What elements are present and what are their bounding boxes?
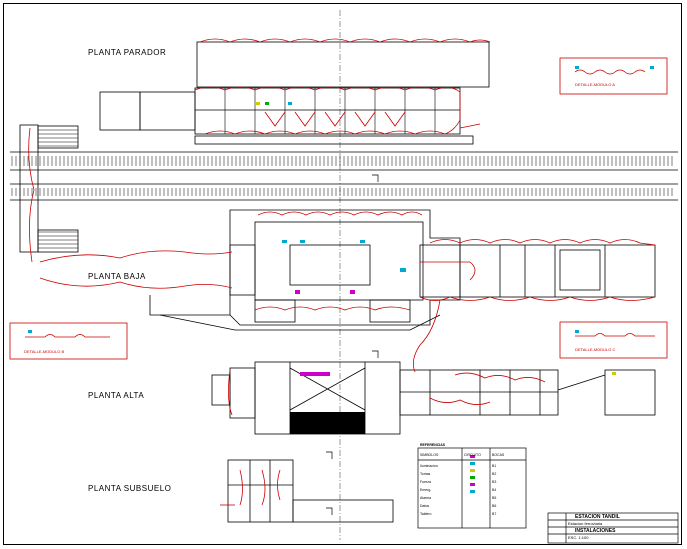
label-planta-subsuelo: PLANTA SUBSUELO	[88, 484, 172, 493]
legend-row-label: Tomas	[420, 472, 431, 476]
baja-annex	[419, 244, 656, 298]
parador-roof	[196, 41, 490, 88]
wiring	[28, 38, 656, 506]
legend-row-code: B5	[492, 496, 497, 500]
label-planta-alta: PLANTA ALTA	[88, 391, 145, 400]
detail-label-3: DETALLE-MODULO C	[575, 347, 616, 352]
detail-box-1	[559, 57, 668, 95]
label-planta-baja: PLANTA BAJA	[88, 272, 146, 281]
legend-row-label: Datos	[420, 504, 430, 508]
parador-building	[194, 87, 461, 135]
legend-row-label: Alarma	[420, 496, 432, 500]
legend-row-code: B7	[492, 512, 497, 516]
title-block	[547, 512, 679, 544]
legend-header-3: BOCAS	[492, 453, 505, 457]
symbols	[28, 66, 654, 493]
legend-row-code: B4	[492, 488, 497, 492]
legend-row-label: Iluminacion	[420, 464, 438, 468]
titleblock-scale: ESC. 1:100	[568, 535, 589, 540]
legend-header-2: CIRCUITO	[464, 453, 481, 457]
legend-row-code: B1	[492, 464, 497, 468]
legend-row-label: Fuerza	[420, 480, 431, 484]
legend-row-code: B2	[492, 472, 497, 476]
legend-row-code: B3	[492, 480, 497, 484]
legend-header-1: SIMBOLOS	[420, 453, 439, 457]
baja-building	[229, 209, 461, 326]
legend-table	[417, 447, 527, 529]
legend-title: REFERENCIAS	[420, 443, 446, 447]
drawing-sheet	[3, 3, 682, 545]
subsuelo-building	[227, 459, 294, 523]
detail-box-2	[9, 322, 128, 360]
titleblock-line1: Estacion ferroviaria	[568, 521, 603, 526]
detail-box-3	[559, 321, 668, 359]
parador-room-left	[99, 91, 141, 131]
detail-label-1: DETALLE-MODULO A	[575, 82, 615, 87]
titleblock-subject: INSTALACIONES	[575, 528, 616, 534]
detail-label-2: DETALLE-MODULO B	[24, 349, 65, 354]
legend-row-code: B6	[492, 504, 497, 508]
legend-row-label: Emerg.	[420, 488, 432, 492]
titleblock-project: ESTACION TANDIL	[575, 514, 620, 520]
legend-row-label: Tablero	[420, 512, 432, 516]
label-planta-parador: PLANTA PARADOR	[88, 48, 167, 57]
